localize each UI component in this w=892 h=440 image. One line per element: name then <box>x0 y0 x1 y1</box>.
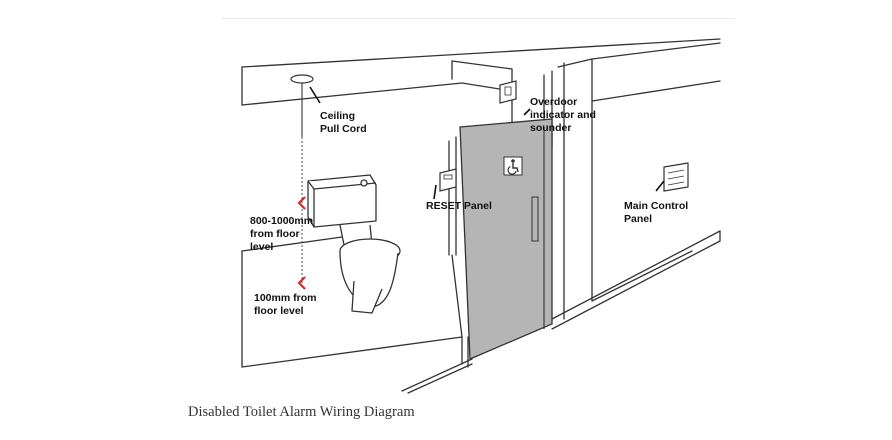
overdoor-indicator <box>499 80 517 104</box>
overdoor-indicator-label: Overdoor indicator and sounder <box>530 96 599 134</box>
leader-lines <box>309 86 665 200</box>
height-markers <box>297 196 306 290</box>
ceiling-pull-cord-device <box>290 74 314 289</box>
wheelchair-icon <box>503 156 523 176</box>
diagram-canvas: Ceiling Pull Cord Overdoor indicator and… <box>241 38 721 394</box>
figure-caption: Disabled Toilet Alarm Wiring Diagram <box>188 404 415 420</box>
toilet <box>307 174 401 314</box>
main-control-panel <box>663 162 689 192</box>
main-control-panel-label: Main Control Panel <box>624 200 691 225</box>
reset-panel <box>439 168 457 192</box>
upper-height-marker <box>297 196 306 210</box>
door <box>459 118 553 360</box>
wiring-diagram: Ceiling Pull Cord Overdoor indicator and… <box>222 18 734 401</box>
upper-height-label: 800-1000mm from floor level <box>250 215 316 253</box>
lower-height-label: 100mm from floor level <box>254 292 319 317</box>
room-structure <box>241 38 721 394</box>
ceiling-pull-cord-label: Ceiling Pull Cord <box>320 110 367 135</box>
reset-panel-label: RESET Panel <box>426 200 492 212</box>
lower-height-marker <box>297 276 306 290</box>
